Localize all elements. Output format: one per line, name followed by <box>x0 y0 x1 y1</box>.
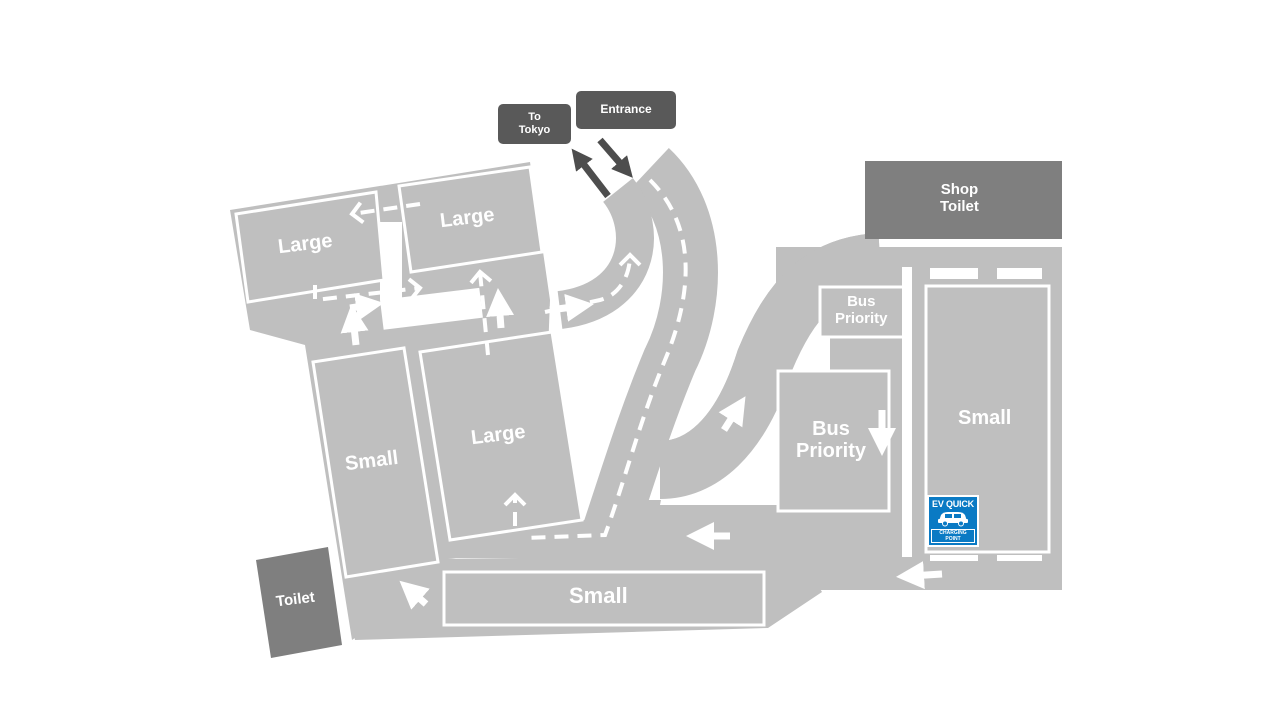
arrow-up-center <box>486 288 515 329</box>
arrow-left-east <box>896 561 943 590</box>
arrow-entrance <box>597 137 633 178</box>
arrow-right-center <box>549 293 594 322</box>
ev-car-icon <box>938 512 968 527</box>
zone-small-south <box>442 570 766 627</box>
arrow-right-west <box>349 293 384 321</box>
exit-road <box>556 178 654 329</box>
zone-small-west <box>311 346 440 579</box>
bus-lower-line1: Bus <box>812 418 850 440</box>
zone-small-east-label: Small <box>958 407 1012 429</box>
shop-toilet-label: Shop Toilet <box>940 181 979 215</box>
direction-arrows <box>340 288 943 610</box>
shop-label: Shop <box>940 181 979 198</box>
zone-large-n <box>397 165 544 274</box>
arrow-to-tokyo <box>571 148 611 199</box>
ev-subtitle: CHARGING POINT <box>931 529 975 543</box>
ev-charger-sign: EV QUICK CHARGING POINT <box>927 495 979 547</box>
to-tokyo-line2: Tokyo <box>518 124 551 136</box>
arrow-diag-sw <box>399 580 430 610</box>
bay-marks <box>902 267 1042 561</box>
bus-upper-line2: Priority <box>835 309 888 327</box>
shop-toilet-line2: Toilet <box>940 197 979 215</box>
zone-small-south-label: Small <box>569 583 628 608</box>
main-road <box>583 147 718 539</box>
zone-large-nw <box>234 190 386 304</box>
entry-exit-arrows <box>571 137 633 199</box>
bus-lower-line2: Priority <box>796 440 867 462</box>
arrow-up-west <box>340 304 369 346</box>
to-tokyo-line1: To <box>528 111 541 124</box>
entrance-sign: Entrance <box>576 91 676 129</box>
to-tokyo-sign: To Tokyo <box>498 104 571 144</box>
zone-bus-lower-label: Bus Priority <box>796 418 866 462</box>
zone-bus-upper-label: Bus Priority <box>835 293 888 327</box>
island-road-edge <box>658 233 883 499</box>
ev-title: EV QUICK <box>932 499 974 509</box>
arrow-down-road <box>604 357 633 402</box>
parking-zones <box>234 165 1051 627</box>
zone-large-center <box>418 330 584 542</box>
shop-toilet-building <box>865 161 1062 239</box>
arrow-ramp-up <box>718 396 746 432</box>
bus-upper-line1: Bus <box>847 293 876 310</box>
toilet-building <box>256 547 342 658</box>
dashed-flow <box>313 178 688 540</box>
